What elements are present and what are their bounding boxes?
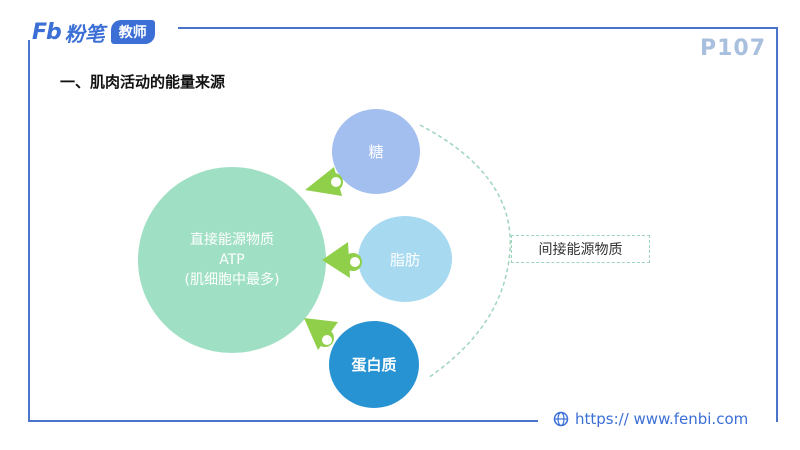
footer-url-link[interactable]: https:// www.fenbi.com [575, 410, 749, 428]
page-number: P107 [700, 36, 767, 61]
logo-badge: 教师 [110, 20, 155, 44]
protein-label: 蛋白质 [351, 356, 397, 374]
indirect-energy-label: 间接能源物质 [511, 235, 650, 263]
atp-label: ATP [219, 252, 245, 268]
globe-icon [553, 411, 569, 427]
fat-label: 脂肪 [389, 250, 420, 269]
frame-left-line [28, 40, 30, 422]
atp-note: (肌细胞中最多) [184, 272, 280, 288]
sugar-circle: 糖 [332, 109, 420, 194]
slide-title: 一、肌肉活动的能量来源 [60, 73, 226, 91]
brand-logo: Fb 粉笔 教师 [32, 18, 155, 46]
footer: https:// www.fenbi.com [553, 410, 748, 428]
fat-circle: 脂肪 [358, 216, 452, 302]
arrow-from-sugar [305, 167, 343, 196]
logo-name: 粉笔 [64, 21, 105, 46]
logo-mark: Fb [32, 19, 62, 45]
direct-energy-circle: 直接能源物质 ATP (肌细胞中最多) [138, 167, 326, 353]
direct-energy-label: 直接能源物质 [190, 232, 274, 248]
frame-bottom-line [28, 420, 538, 422]
frame-right-line [776, 27, 778, 422]
protein-circle: 蛋白质 [329, 321, 419, 408]
arrow-from-fat [322, 242, 362, 278]
sugar-label: 糖 [368, 143, 384, 161]
arrow-from-protein [304, 318, 338, 350]
frame-top-line [178, 27, 778, 29]
